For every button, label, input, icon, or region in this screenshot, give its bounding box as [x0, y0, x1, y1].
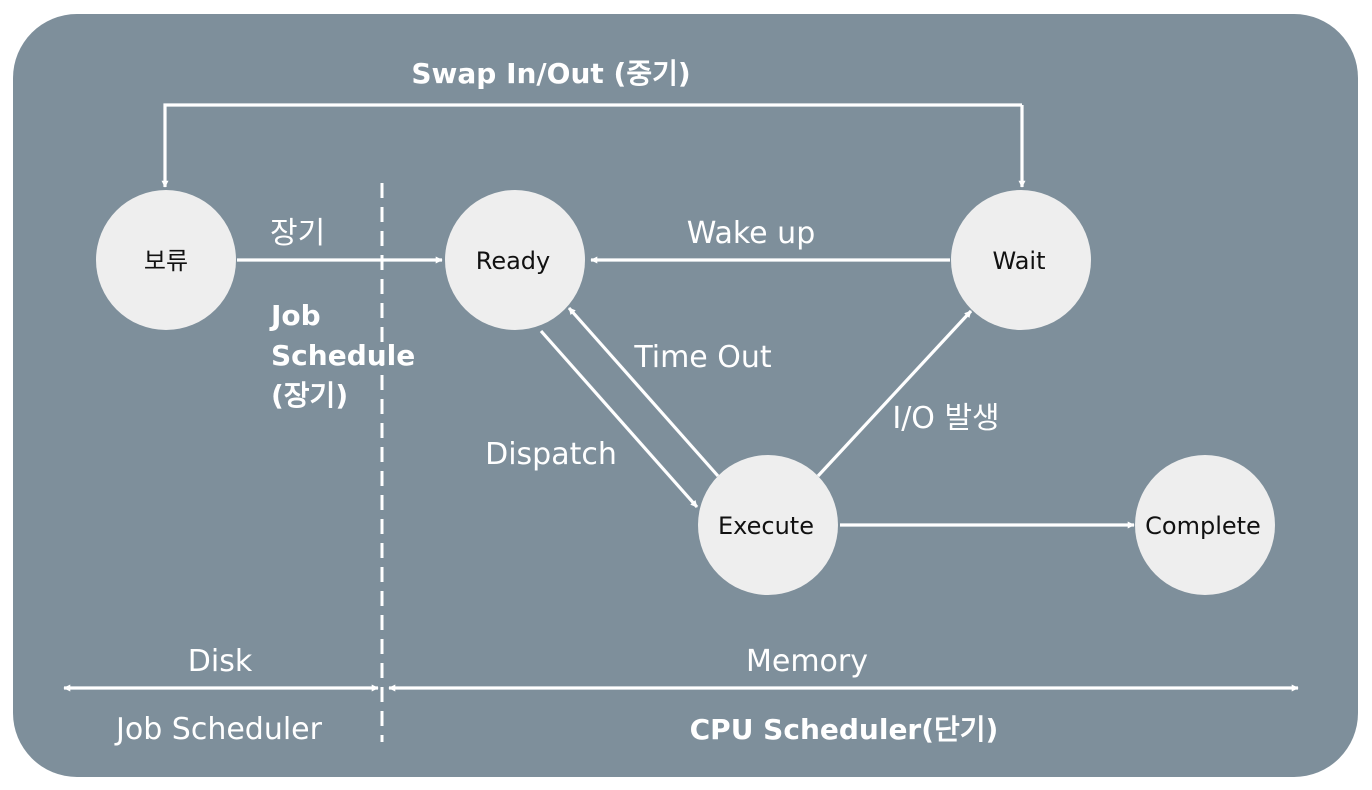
io-event-label: I/O 발생 [892, 401, 999, 436]
swap-arrow [161, 103, 1022, 188]
node-wait: Wait [951, 190, 1091, 330]
node-wait-label: Wait [993, 247, 1046, 275]
dispatch-label: Dispatch [485, 437, 617, 472]
node-suspended: 보류 [96, 190, 236, 330]
io-arrow [816, 309, 973, 478]
long-term-label: 장기 [270, 216, 325, 251]
job-schedule-line1: Job [269, 299, 321, 332]
job-schedule-line2: Schedule [271, 339, 415, 372]
time-out-label: Time Out [633, 340, 772, 375]
node-ready-label: Ready [476, 247, 551, 275]
swap-label: Swap In/Out (중기) [411, 57, 690, 90]
memory-label: Memory [746, 644, 868, 679]
cpu-scheduler-label: CPU Scheduler(단기) [690, 713, 999, 746]
wake-up-label: Wake up [687, 216, 815, 251]
node-execute: Execute [698, 455, 838, 595]
time-out-arrow [567, 306, 720, 478]
job-schedule-line3: (장기) [271, 379, 348, 412]
node-complete-label: Complete [1145, 512, 1261, 540]
node-execute-label: Execute [718, 512, 814, 540]
dispatch-arrow [539, 329, 699, 509]
node-ready: Ready [445, 190, 585, 330]
job-scheduler-label: Job Scheduler [114, 712, 323, 747]
node-complete: Complete [1135, 455, 1275, 595]
node-suspended-label: 보류 [144, 247, 188, 275]
disk-label: Disk [188, 644, 253, 679]
diagram-panel [13, 14, 1358, 777]
